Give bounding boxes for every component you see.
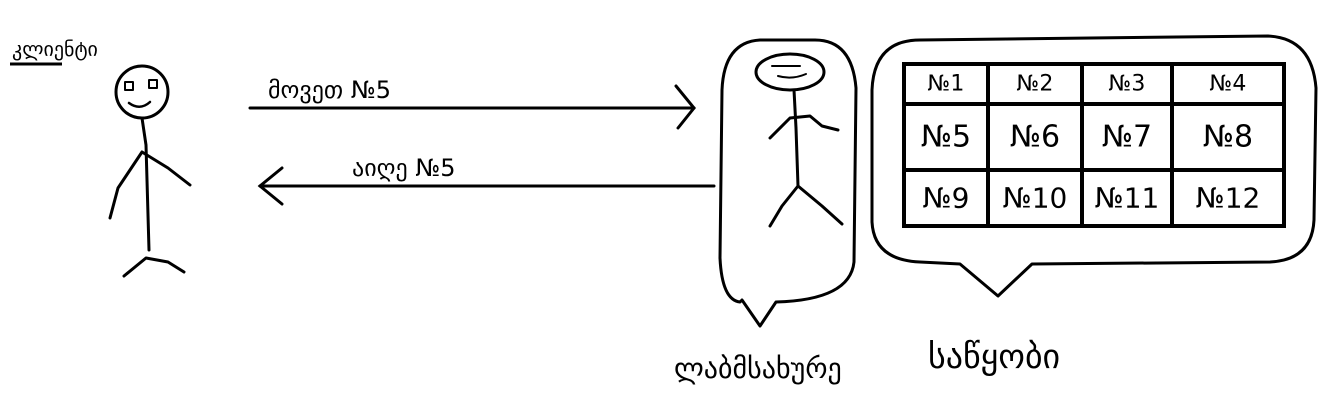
- storage-cell: №11: [1095, 182, 1160, 215]
- server-arms: [768, 114, 840, 140]
- storage-cell: №1: [928, 72, 965, 97]
- client-label: კლიენტი: [12, 37, 98, 61]
- server-label: ლაბმსახურე: [674, 352, 842, 385]
- storage-cell: №2: [1017, 72, 1054, 97]
- storage-cells: №1 №2 №3 №4 №5 №6 №7 №8 №9 №10 №11 №12: [921, 72, 1261, 215]
- response-arrow: [257, 166, 716, 206]
- storage-bubble: [870, 34, 1318, 298]
- request-arrow: [248, 84, 696, 130]
- client-legs: [122, 256, 186, 278]
- request-arrow-label: მოვეთ №5: [268, 76, 391, 104]
- storage-grid: [902, 62, 1286, 228]
- storage-cell: №10: [1003, 182, 1068, 215]
- client-body: [140, 116, 151, 252]
- server-bubble: [718, 38, 858, 328]
- storage-cell: №12: [1196, 182, 1261, 215]
- server-legs: [768, 184, 844, 228]
- client-head: [114, 64, 170, 120]
- storage-label: საწყობი: [928, 337, 1060, 377]
- storage-cell: №8: [1203, 120, 1253, 155]
- server-figure: [754, 52, 844, 228]
- storage-cell: №6: [1010, 120, 1060, 155]
- client-arms: [108, 150, 192, 220]
- storage-cell: №7: [1102, 120, 1152, 155]
- client-left-eye: [124, 81, 134, 91]
- storage-cell: №3: [1109, 72, 1146, 97]
- response-arrow-label: აიღე №5: [352, 154, 456, 182]
- client-right-eye: [148, 79, 158, 89]
- storage-cell: №4: [1210, 72, 1247, 97]
- server-head: [754, 52, 826, 92]
- storage-cell: №9: [923, 182, 970, 215]
- server-body: [792, 88, 800, 188]
- client-figure: [108, 64, 192, 278]
- client-smile: [127, 100, 152, 108]
- storage-cell: №5: [921, 120, 971, 155]
